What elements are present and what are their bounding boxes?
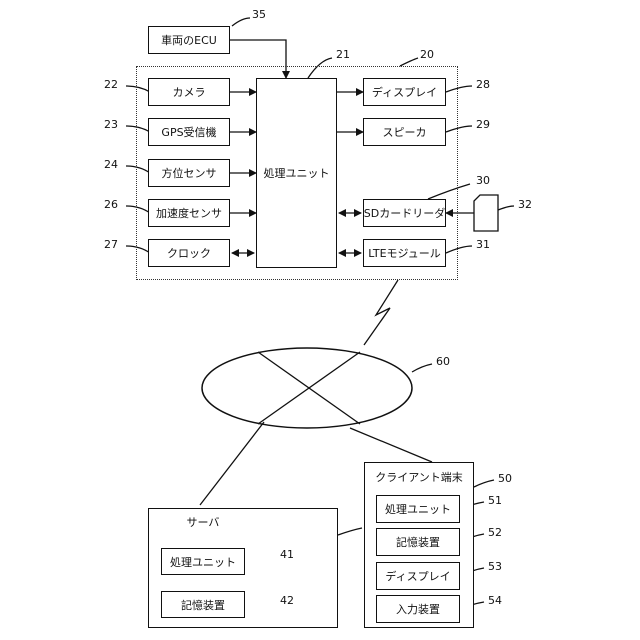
ref-29: 29 <box>476 118 490 131</box>
ref-52: 52 <box>488 526 502 539</box>
ref-30: 30 <box>476 174 490 187</box>
processing-unit-label: 処理ユニット <box>264 165 330 181</box>
client-storage-box: 記憶装置 <box>376 528 460 556</box>
ref-53: 53 <box>488 560 502 573</box>
network-cloud <box>202 348 412 428</box>
ref-27: 27 <box>104 238 118 251</box>
acceleration-sensor-box: 加速度センサ <box>148 199 230 227</box>
gps-receiver-box: GPS受信機 <box>148 118 230 146</box>
ref-31: 31 <box>476 238 490 251</box>
sd-card-reader-label: SDカードリーダ <box>364 205 445 221</box>
client-display-label: ディスプレイ <box>385 568 450 584</box>
sd-card-reader-box: SDカードリーダ <box>363 199 446 227</box>
ref-20: 20 <box>420 48 434 61</box>
ref-35: 35 <box>252 8 266 21</box>
ref-60: 60 <box>436 355 450 368</box>
speaker-box: スピーカ <box>363 118 446 146</box>
ref-24: 24 <box>104 158 118 171</box>
lte-module-box: LTEモジュール <box>363 239 446 267</box>
client-storage-label: 記憶装置 <box>396 534 440 550</box>
ref-26: 26 <box>104 198 118 211</box>
sd-card-icon <box>474 195 498 231</box>
server-processing-unit-label: 処理ユニット <box>170 554 236 570</box>
ref-41: 41 <box>280 548 294 561</box>
client-input-device-box: 入力装置 <box>376 595 460 623</box>
client-input-device-label: 入力装置 <box>396 601 440 617</box>
gps-receiver-label: GPS受信機 <box>161 124 216 140</box>
ref-23: 23 <box>104 118 118 131</box>
processing-unit-box: 処理ユニット <box>256 78 337 268</box>
client-processing-unit-label: 処理ユニット <box>385 501 451 517</box>
ref-54: 54 <box>488 594 502 607</box>
vehicle-ecu-label: 車両のECU <box>161 32 217 48</box>
acceleration-sensor-label: 加速度センサ <box>156 205 222 221</box>
client-processing-unit-box: 処理ユニット <box>376 495 460 523</box>
ref-42: 42 <box>280 594 294 607</box>
ref-51: 51 <box>488 494 502 507</box>
ref-28: 28 <box>476 78 490 91</box>
server-processing-unit-box: 処理ユニット <box>161 548 245 575</box>
camera-label: カメラ <box>173 84 206 100</box>
speaker-label: スピーカ <box>383 124 427 140</box>
server-storage-label: 記憶装置 <box>181 597 225 613</box>
ref-32: 32 <box>518 198 532 211</box>
vehicle-ecu-box: 車両のECU <box>148 26 230 54</box>
direction-sensor-box: 方位センサ <box>148 159 230 187</box>
display-label: ディスプレイ <box>372 84 437 100</box>
camera-box: カメラ <box>148 78 230 106</box>
display-box: ディスプレイ <box>363 78 446 106</box>
lte-module-label: LTEモジュール <box>368 245 441 261</box>
clock-label: クロック <box>167 245 211 261</box>
server-title: サーバ <box>148 514 258 530</box>
clock-box: クロック <box>148 239 230 267</box>
direction-sensor-label: 方位センサ <box>162 165 217 181</box>
client-display-box: ディスプレイ <box>376 562 460 590</box>
ref-21: 21 <box>336 48 350 61</box>
ref-22: 22 <box>104 78 118 91</box>
ref-50: 50 <box>498 472 512 485</box>
client-terminal-title: クライアント端末 <box>364 469 474 485</box>
server-storage-box: 記憶装置 <box>161 591 245 618</box>
